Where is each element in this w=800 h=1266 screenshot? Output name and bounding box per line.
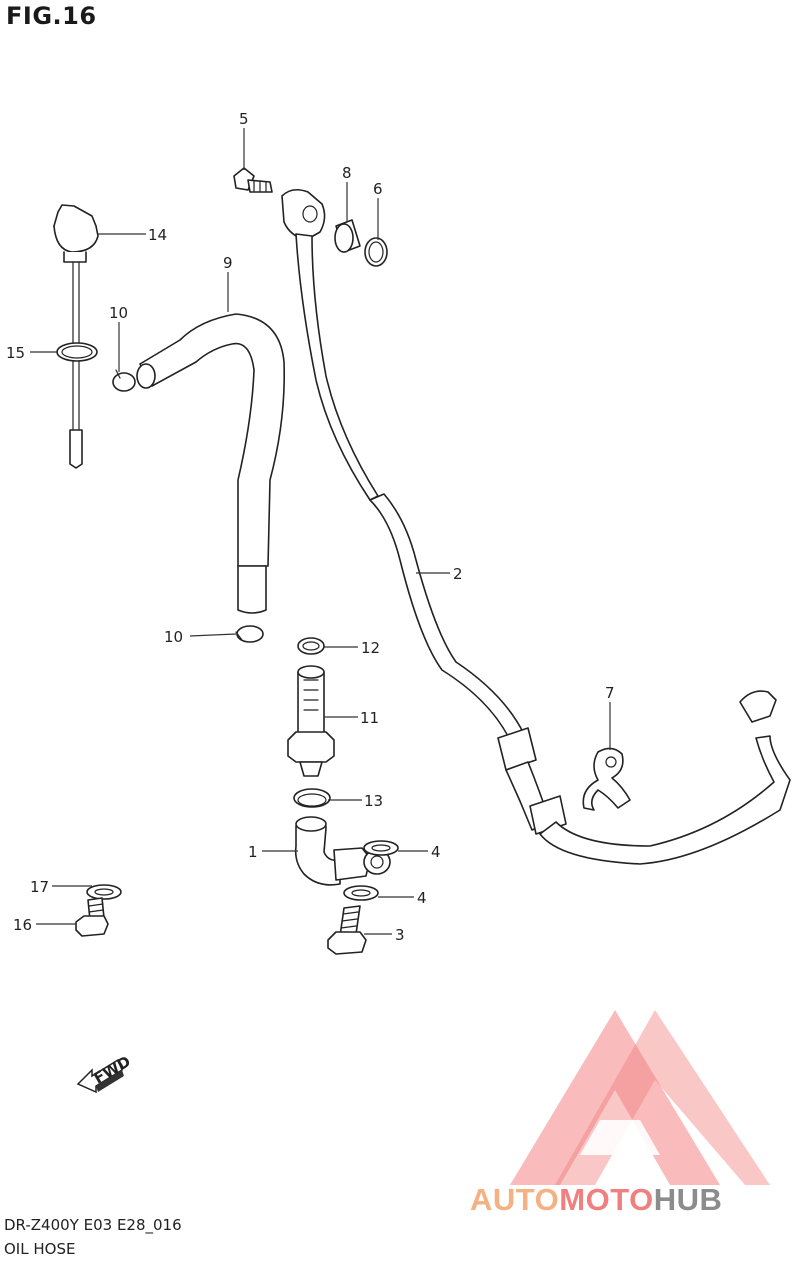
callout-labels: 5 8 6 14 9 10 15 2 10 12 7 11 13 1 4 4 3… <box>6 110 615 944</box>
clamp-part-10-upper <box>112 369 136 392</box>
fwd-arrow-icon: FWD <box>76 1052 134 1094</box>
figure-title: FIG.16 <box>6 2 97 30</box>
watermark-logo <box>510 1010 770 1185</box>
callout-3: 3 <box>395 926 405 944</box>
union-bolt-part-3 <box>327 905 367 955</box>
dipstick-cap-part-14 <box>53 204 99 263</box>
callout-14: 14 <box>148 226 167 244</box>
callout-1: 1 <box>248 843 258 861</box>
callout-8: 8 <box>342 164 352 182</box>
callout-11: 11 <box>360 709 379 727</box>
hose-part-9 <box>136 313 286 614</box>
bolt-part-5 <box>233 167 273 193</box>
clamp-bracket-part-7 <box>582 747 631 811</box>
watermark-auto: AUTO <box>470 1182 560 1217</box>
watermark-hub: HUB <box>653 1182 723 1217</box>
callout-5: 5 <box>239 110 249 128</box>
callout-7: 7 <box>605 684 615 702</box>
callout-17: 17 <box>30 878 49 896</box>
clamp-part-10-lower <box>235 625 264 643</box>
callout-13: 13 <box>364 792 383 810</box>
callout-2: 2 <box>453 565 463 583</box>
drain-bolt-part-16 <box>75 897 109 937</box>
footer-model-code: DR-Z400Y E03 E28_016 <box>4 1216 182 1234</box>
leader-lines <box>30 128 611 935</box>
callout-16: 16 <box>13 916 32 934</box>
callout-15: 15 <box>6 344 25 362</box>
clamp-part-13 <box>293 788 331 808</box>
dipstick-rod <box>69 261 83 469</box>
callout-10-lower: 10 <box>164 628 183 646</box>
callout-4-lower: 4 <box>417 889 427 907</box>
callout-10-upper: 10 <box>109 304 128 322</box>
callout-6: 6 <box>373 180 383 198</box>
oil-hose-part-2 <box>281 188 791 865</box>
collar-part-8 <box>334 219 361 253</box>
callout-4-upper: 4 <box>431 843 441 861</box>
o-ring-part-15 <box>56 342 98 362</box>
watermark-moto: MOTO <box>559 1182 654 1217</box>
gasket-part-4-upper <box>363 840 399 856</box>
union-part-11 <box>287 665 335 777</box>
elbow-hose-part-1 <box>294 816 391 886</box>
watermark-text: AUTOMOTOHUB <box>470 1182 722 1218</box>
callout-12: 12 <box>361 639 380 657</box>
washer-part-17 <box>86 884 122 900</box>
callout-9: 9 <box>223 254 233 272</box>
gasket-part-4-lower <box>343 885 379 901</box>
gasket-part-12 <box>297 637 325 655</box>
o-ring-part-6 <box>364 237 388 267</box>
footer-section-name: OIL HOSE <box>4 1240 76 1258</box>
